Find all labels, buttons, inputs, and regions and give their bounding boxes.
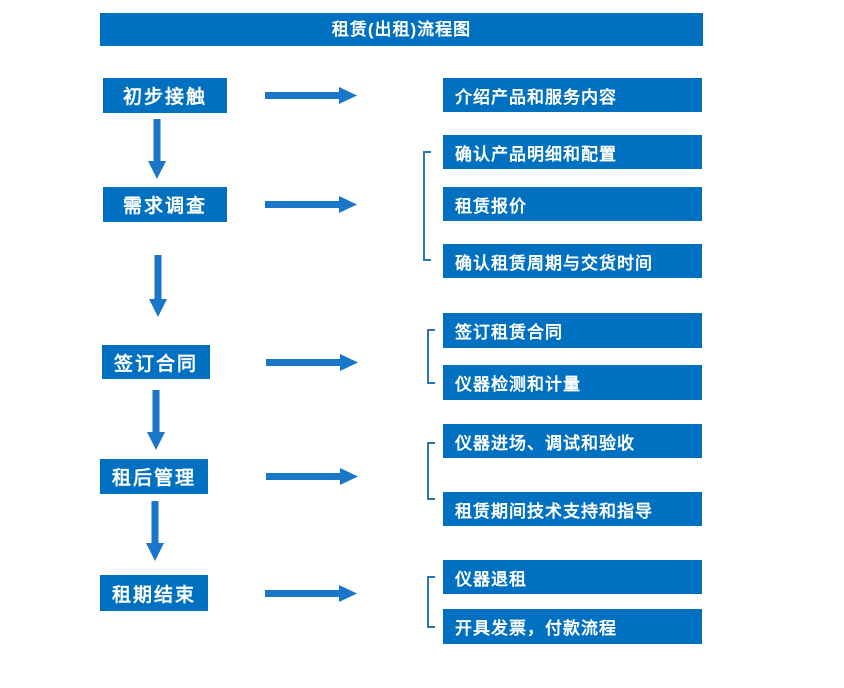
arrow-down-icon [146, 501, 164, 561]
detail-box-introduce-products: 介绍产品和服务内容 [443, 78, 702, 112]
detail-box-instrument-return: 仪器退租 [443, 560, 702, 594]
arrow-down-icon [148, 119, 166, 179]
arrow-right-icon [266, 468, 358, 485]
arrow-right-icon [265, 87, 357, 104]
bracket-icon [427, 329, 435, 384]
bracket-icon [427, 442, 435, 500]
arrow-right-icon [266, 354, 358, 371]
stage-box-demand-survey: 需求调查 [103, 187, 227, 222]
detail-box-confirm-product-details: 确认产品明细和配置 [443, 135, 702, 169]
detail-box-instrument-setup: 仪器进场、调试和验收 [443, 424, 702, 458]
bracket-icon [427, 576, 435, 628]
arrow-down-icon [149, 255, 167, 317]
diagram-title: 租赁(出租)流程图 [100, 13, 703, 46]
arrow-down-icon [147, 390, 165, 450]
stage-box-initial-contact: 初步接触 [103, 78, 227, 113]
stage-box-post-rental-management: 租后管理 [100, 459, 208, 494]
detail-box-technical-support: 租赁期间技术支持和指导 [443, 492, 702, 526]
detail-box-invoice-payment: 开具发票，付款流程 [443, 609, 702, 644]
stage-box-sign-contract: 签订合同 [102, 345, 210, 379]
arrow-right-icon [265, 585, 357, 602]
detail-box-sign-rental-contract: 签订租赁合同 [443, 313, 702, 348]
detail-box-rental-quote: 租赁报价 [443, 187, 702, 221]
detail-box-instrument-inspection: 仪器检测和计量 [443, 365, 702, 400]
stage-box-rental-end: 租期结束 [100, 575, 208, 611]
bracket-icon [423, 151, 431, 261]
detail-box-confirm-rental-period: 确认租赁周期与交货时间 [443, 244, 702, 278]
arrow-right-icon [265, 196, 357, 213]
